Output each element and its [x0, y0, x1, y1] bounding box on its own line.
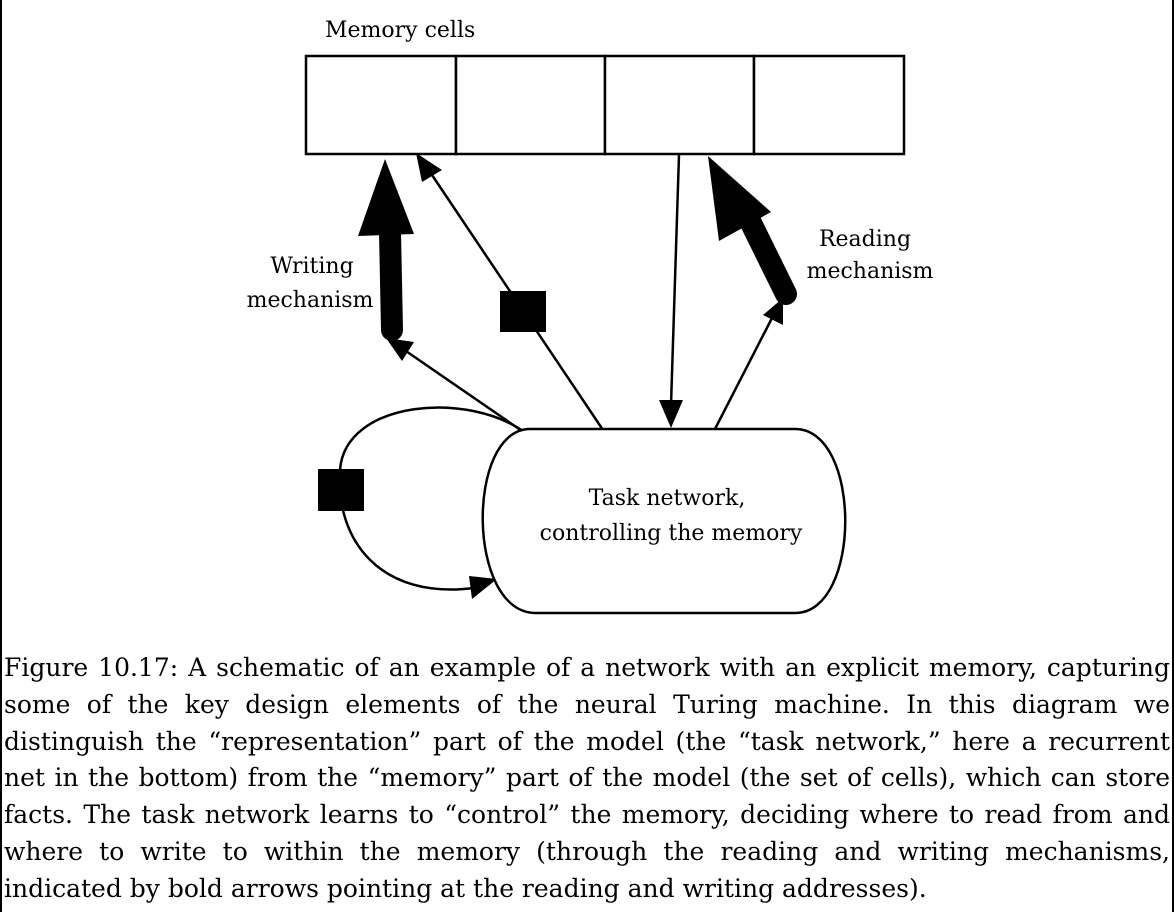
ntm-diagram: Memory cells — [247, 18, 934, 615]
address-gate-square — [500, 291, 546, 332]
read-control-arrow — [713, 298, 783, 430]
memory-cells — [304, 54, 906, 156]
task-network-shape — [481, 427, 847, 615]
recurrent-gate-square — [318, 469, 364, 511]
writing-mechanism-label-line2: mechanism — [247, 288, 374, 313]
memory-cell — [752, 54, 906, 156]
writing-mechanism-label-line1: Writing — [270, 254, 353, 279]
right-border-line — [1172, 0, 1174, 912]
memory-cell — [454, 54, 607, 156]
figure-caption: Figure 10.17: A schematic of an example … — [4, 653, 1170, 903]
memory-cell — [603, 54, 756, 156]
write-control-arrow — [386, 338, 523, 433]
reading-mechanism-label-line2: mechanism — [807, 259, 934, 284]
task-network-label-line2: controlling the memory — [540, 521, 803, 546]
memory-cell — [304, 54, 458, 156]
reading-mechanism-label-line1: Reading — [819, 227, 911, 252]
read-output-arrow — [659, 154, 683, 428]
memory-cells-label: Memory cells — [325, 18, 475, 43]
reading-mechanism-bold-arrow — [708, 156, 797, 305]
task-network-label-line1: Task network, — [589, 486, 746, 511]
writing-mechanism-bold-arrow — [358, 159, 414, 341]
left-border-line — [0, 0, 2, 912]
